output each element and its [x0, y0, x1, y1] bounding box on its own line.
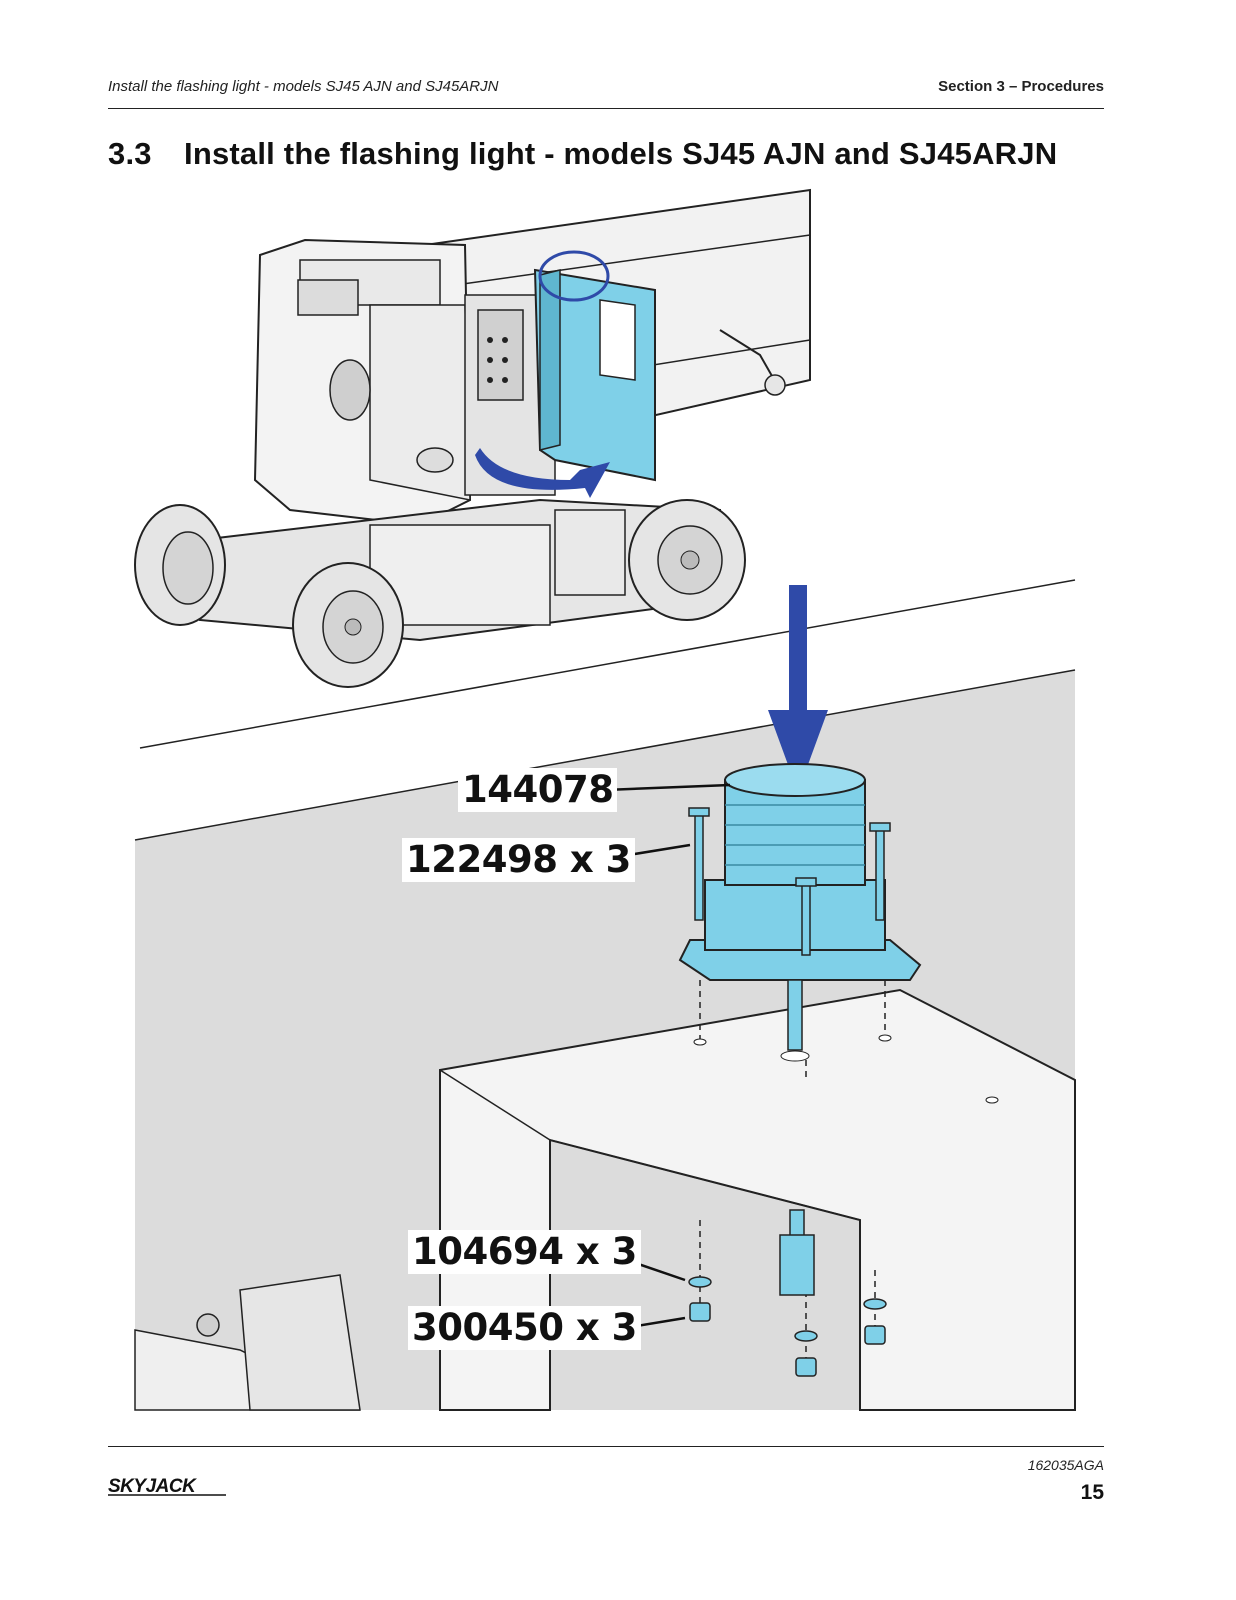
washers-and-nuts — [688, 1276, 887, 1377]
running-footer: SKYJACK 162035AGA 15 — [108, 1446, 1104, 1517]
wheel-front-right — [628, 499, 746, 621]
mount-location-marker — [538, 250, 610, 302]
wheel-front-left — [292, 562, 404, 688]
wheel-rear-left — [134, 504, 226, 626]
callout-part-144078: 144078 — [458, 768, 618, 812]
installation-illustration — [134, 188, 1076, 1411]
machine-illustration — [134, 188, 811, 688]
callout-part-122498: 122498 x 3 — [402, 838, 635, 882]
section-number: 3.3 — [108, 136, 152, 171]
callout-part-300450: 300450 x 3 — [408, 1306, 641, 1350]
header-section-label: Section 3 – Procedures — [938, 78, 1104, 95]
installation-figure: 144078 122498 x 3 104694 x 3 300450 x 3 — [120, 180, 1105, 1440]
document-code: 162035AGA — [1027, 1457, 1104, 1473]
install-direction-arrow — [768, 585, 828, 792]
running-header: Install the flashing light - models SJ45… — [108, 78, 1104, 109]
wiring-connector — [779, 1209, 815, 1296]
detail-view — [134, 579, 1076, 1411]
rotation-arrow — [475, 448, 610, 498]
svg-text:SKYJACK: SKYJACK — [108, 1476, 197, 1497]
skyjack-logo: SKYJACK — [108, 1473, 238, 1502]
section-title: Install the flashing light - models SJ45… — [184, 136, 1058, 171]
mounting-bolts — [688, 807, 891, 956]
flashing-light-beacon — [678, 763, 922, 1051]
header-chapter-title: Install the flashing light - models SJ45… — [108, 78, 499, 95]
section-heading: 3.3 Install the flashing light - models S… — [108, 136, 1057, 172]
callout-part-104694: 104694 x 3 — [408, 1230, 641, 1274]
skyjack-logo-mark: SKYJACK — [108, 1476, 226, 1497]
page-number: 15 — [1080, 1481, 1104, 1504]
